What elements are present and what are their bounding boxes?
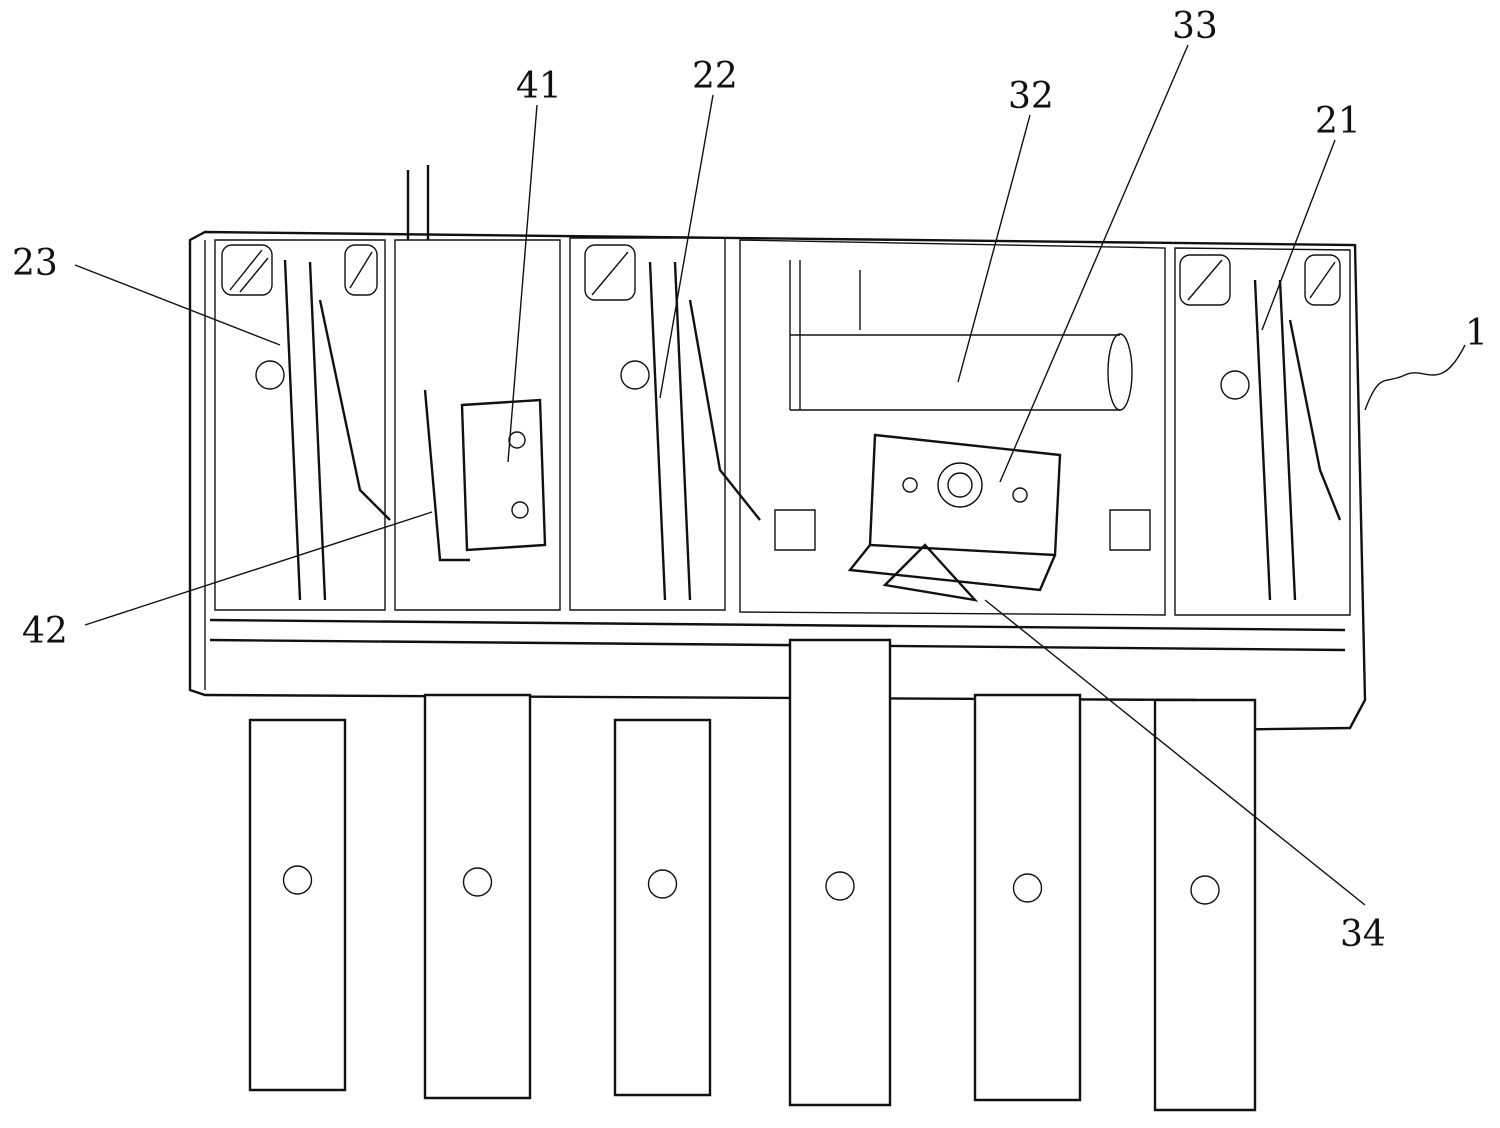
label-32: 32: [1008, 76, 1054, 117]
terminal-blade: [1155, 700, 1255, 1110]
label-33: 33: [1172, 6, 1218, 47]
terminal-blade: [250, 720, 345, 1090]
label-23: 23: [12, 243, 58, 284]
label-21: 21: [1315, 101, 1361, 142]
label-22: 22: [692, 56, 738, 97]
label-34: 34: [1340, 914, 1386, 955]
label-42: 42: [22, 611, 68, 652]
terminal-blade: [975, 695, 1080, 1100]
housing: [190, 165, 1365, 730]
label-1: 1: [1465, 313, 1488, 354]
terminal-blades: [250, 640, 1255, 1110]
label-41: 41: [516, 66, 562, 107]
terminal-blade: [615, 720, 710, 1095]
